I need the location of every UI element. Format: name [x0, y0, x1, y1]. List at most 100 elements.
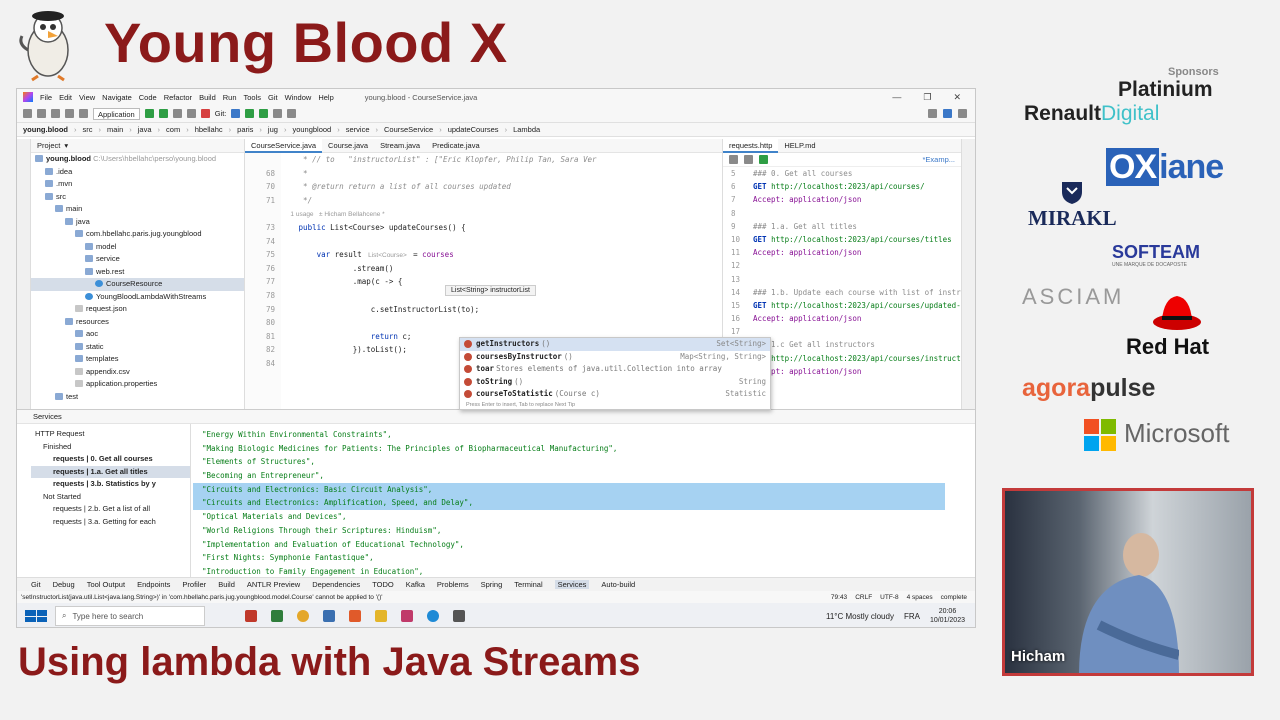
http-tab[interactable]: requests.http — [723, 139, 779, 153]
back-icon[interactable] — [65, 109, 74, 118]
breadcrumb-item[interactable]: Lambda — [513, 125, 541, 134]
breadcrumb-item[interactable]: jug — [267, 125, 278, 134]
run-config-select[interactable]: Application — [93, 107, 140, 120]
search-everywhere-icon[interactable] — [928, 109, 937, 118]
tree-node[interactable]: com.hbellahc.paris.jug.youngblood — [31, 228, 244, 241]
folder-icon[interactable] — [375, 610, 387, 622]
menu-edit[interactable]: Edit — [59, 92, 73, 102]
caret-position[interactable]: 79:43 — [830, 593, 848, 601]
tool-window-todo[interactable]: TODO — [372, 580, 394, 589]
tool-window-auto-build[interactable]: Auto-build — [601, 580, 636, 589]
tree-node[interactable]: main — [31, 203, 244, 216]
service-node[interactable]: requests | 2.b. Get a list of all — [53, 504, 150, 513]
open-icon[interactable] — [23, 109, 32, 118]
app-icon[interactable] — [323, 610, 335, 622]
tree-node[interactable]: request.json — [31, 303, 244, 316]
completion-item[interactable]: toar Stores elements of java.util.Collec… — [460, 363, 770, 376]
intellij-icon[interactable] — [401, 610, 413, 622]
editor-tab[interactable]: Course.java — [328, 140, 369, 150]
tree-node[interactable]: YoungBloodLambdaWithStreams — [31, 291, 244, 304]
vcs-status[interactable]: complete — [940, 593, 967, 601]
stop-icon[interactable] — [200, 109, 210, 118]
tool-window-kafka[interactable]: Kafka — [405, 580, 425, 589]
tree-node[interactable]: java — [31, 216, 244, 229]
run-all-icon[interactable] — [759, 155, 768, 164]
coverage-icon[interactable] — [172, 109, 182, 118]
tool-window-antlr-preview[interactable]: ANTLR Preview — [246, 580, 301, 589]
tool-window-tool-output[interactable]: Tool Output — [86, 580, 126, 589]
completion-item[interactable]: courseToStatistic(Course c)Statistic — [460, 388, 770, 401]
service-node[interactable]: Not Started — [43, 491, 81, 501]
history-icon[interactable] — [744, 155, 753, 164]
editor-tab[interactable]: Predicate.java — [432, 140, 480, 150]
app-icon[interactable] — [245, 610, 257, 622]
code-area[interactable]: * // to "instructorList" : ["Eric Klopfe… — [266, 153, 722, 371]
service-node[interactable]: requests | 3.b. Statistics by y — [53, 479, 156, 488]
breadcrumb-item[interactable]: young.blood — [23, 125, 68, 134]
indent-setting[interactable]: 4 spaces — [906, 593, 933, 601]
http-url[interactable]: http://localhost:2023/api/courses/titles — [771, 234, 952, 244]
tree-node[interactable]: templates — [31, 353, 244, 366]
breadcrumb-item[interactable]: hbellahc — [194, 125, 223, 134]
add-request-icon[interactable] — [729, 155, 738, 164]
tool-window-endpoints[interactable]: Endpoints — [137, 580, 171, 589]
menu-window[interactable]: Window — [284, 92, 312, 102]
chrome-icon[interactable] — [297, 610, 309, 622]
tree-node[interactable]: application.properties — [31, 378, 244, 391]
taskbar-search[interactable]: ⌕ Type here to search — [55, 606, 205, 626]
input-language[interactable]: FRA — [903, 611, 920, 621]
menu-navigate[interactable]: Navigate — [102, 92, 132, 102]
tool-window-spring[interactable]: Spring — [480, 580, 503, 589]
tree-node[interactable]: .mvn — [31, 178, 244, 191]
http-url[interactable]: http://localhost:2023/api/courses/instru… — [771, 353, 961, 363]
breadcrumb-item[interactable]: youngblood — [292, 125, 332, 134]
tool-window-problems[interactable]: Problems — [436, 580, 469, 589]
tree-node[interactable]: model — [31, 241, 244, 254]
menu-run[interactable]: Run — [222, 92, 237, 102]
completion-item[interactable]: toString()String — [460, 376, 770, 389]
history-icon[interactable] — [273, 109, 283, 118]
tree-node[interactable]: young.blood C:\Users\hbellahc\perso\youn… — [31, 153, 244, 166]
brave-icon[interactable] — [349, 610, 361, 622]
tool-window-terminal[interactable]: Terminal — [514, 580, 543, 589]
chevron-down-icon[interactable]: ▾ — [64, 141, 69, 150]
menu-view[interactable]: View — [79, 92, 96, 102]
http-url[interactable]: http://localhost:2023/api/courses/update… — [771, 300, 961, 310]
service-node[interactable]: Finished — [43, 441, 72, 451]
editor-tab[interactable]: CourseService.java — [245, 139, 323, 153]
tool-window-services[interactable]: Services — [554, 580, 590, 589]
menu-tools[interactable]: Tools — [243, 92, 262, 102]
completion-item[interactable]: coursesByInstructor()Map<String, String> — [460, 351, 770, 364]
service-node[interactable]: HTTP Request — [35, 429, 85, 438]
tool-window-dependencies[interactable]: Dependencies — [312, 580, 361, 589]
tree-node[interactable]: CourseResource — [31, 278, 244, 291]
menu-help[interactable]: Help — [318, 92, 334, 102]
tree-node[interactable]: src — [31, 191, 244, 204]
tree-node[interactable]: resources — [31, 316, 244, 329]
completion-item[interactable]: getInstructors()Set<String> — [460, 338, 770, 351]
git-push-icon[interactable] — [259, 109, 269, 118]
weather-widget[interactable]: 11°C Mostly cloudy — [825, 611, 894, 621]
http-tab[interactable]: HELP.md — [784, 140, 816, 150]
http-url[interactable]: http://localhost:2023/api/courses/ — [771, 182, 925, 192]
tool-window-profiler[interactable]: Profiler — [182, 580, 207, 589]
tool-window-debug[interactable]: Debug — [52, 580, 75, 589]
tool-window-git[interactable]: Git — [31, 580, 41, 589]
breadcrumb-item[interactable]: service — [345, 125, 370, 134]
menu-git[interactable]: Git — [268, 92, 278, 102]
breadcrumb-item[interactable]: paris — [237, 125, 254, 134]
env-selector[interactable]: *Examp... — [922, 155, 955, 164]
response-output[interactable]: "Energy Within Environmental Constraints… — [193, 424, 945, 578]
tree-node[interactable]: static — [31, 341, 244, 354]
breadcrumb-item[interactable]: com — [166, 125, 181, 134]
refresh-icon[interactable] — [51, 109, 60, 118]
run-icon[interactable] — [144, 109, 154, 118]
profile-icon[interactable] — [186, 109, 196, 118]
breadcrumb-item[interactable]: CourseService — [384, 125, 434, 134]
service-node[interactable]: requests | 3.a. Getting for each — [53, 516, 156, 526]
edge-icon[interactable] — [427, 610, 439, 622]
breadcrumb-item[interactable]: java — [137, 125, 152, 134]
service-node[interactable]: requests | 1.a. Get all titles — [31, 465, 190, 478]
